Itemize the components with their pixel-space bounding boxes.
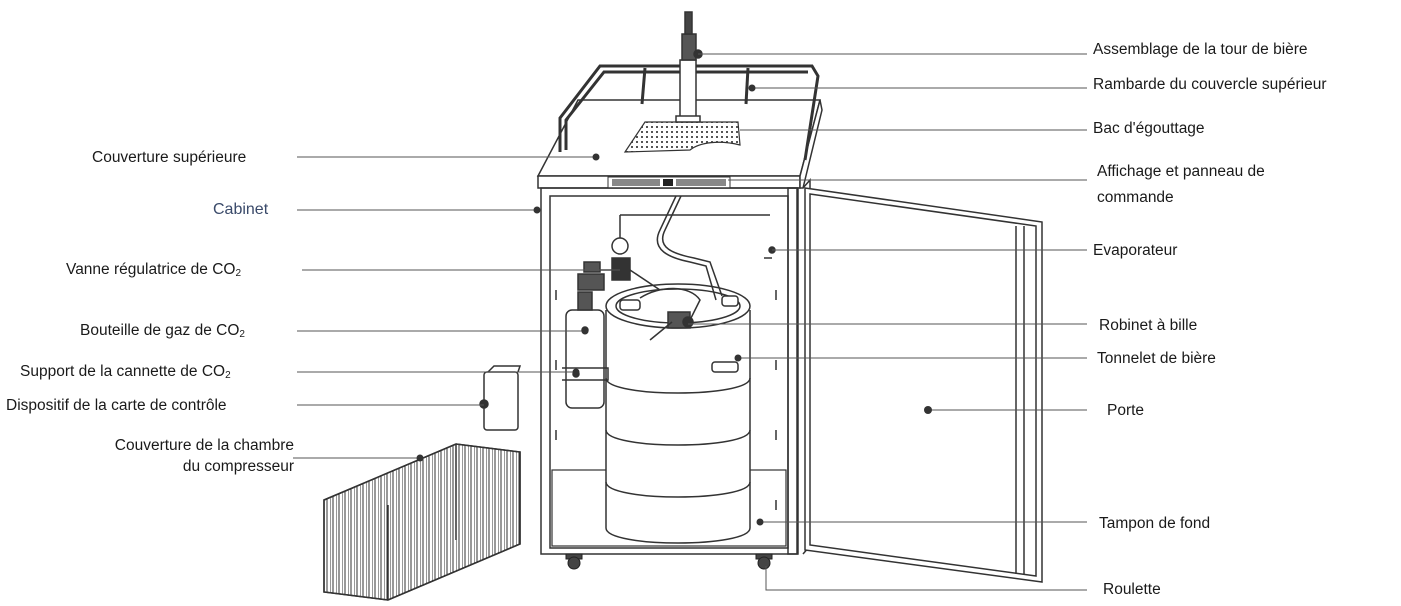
label-bouteille-sub: 2 xyxy=(239,329,245,340)
label-couverture-chambre-1: Couverture de la chambre xyxy=(114,437,294,454)
label-cabinet: Cabinet xyxy=(213,201,269,218)
label-bouteille-gaz: Bouteille de gaz de CO2 xyxy=(80,321,245,344)
control-board-box xyxy=(479,365,522,431)
label-dispositif-carte: Dispositif de la carte de contrôle xyxy=(6,397,227,414)
beer-tower xyxy=(675,11,703,123)
label-couverture-chambre-2: du compresseur xyxy=(182,458,294,475)
label-rambarde: Rambarde du couvercle supérieur xyxy=(1093,76,1327,93)
co2-regulator xyxy=(577,237,661,291)
coupler-and-hoses xyxy=(619,195,770,341)
casters xyxy=(565,553,773,570)
co2-bottle xyxy=(562,291,609,409)
label-support-sub: 2 xyxy=(225,370,231,381)
drip-tray xyxy=(623,121,741,153)
label-bac-egouttage: Bac d'égouttage xyxy=(1093,120,1205,137)
label-couverture-superieure: Couverture supérieure xyxy=(92,149,247,166)
label-support-text: Support de la cannette de CO xyxy=(20,363,226,380)
label-robinet: Robinet à bille xyxy=(1099,317,1198,334)
label-vanne-regulatrice: Vanne régulatrice de CO2 xyxy=(66,260,241,283)
leader-dots xyxy=(416,84,932,526)
label-tampon: Tampon de fond xyxy=(1099,515,1211,532)
label-tour-biere: Assemblage de la tour de bière xyxy=(1093,41,1308,58)
label-vanne-sub: 2 xyxy=(235,268,242,279)
door xyxy=(804,187,1043,583)
label-affichage-1: Affichage et panneau de xyxy=(1097,163,1265,180)
compressor-cover xyxy=(323,443,521,601)
label-bouteille-text: Bouteille de gaz de CO xyxy=(80,322,240,339)
label-tonnelet: Tonnelet de bière xyxy=(1097,350,1216,367)
control-panel xyxy=(607,176,731,189)
label-roulette: Roulette xyxy=(1103,581,1161,598)
label-vanne-text: Vanne régulatrice de CO xyxy=(66,261,236,278)
label-affichage-2: commande xyxy=(1097,189,1174,206)
label-evaporateur: Evaporateur xyxy=(1093,242,1178,259)
beer-keg xyxy=(605,283,751,544)
evaporator xyxy=(764,246,776,259)
top-rail xyxy=(558,64,820,161)
label-support-cannette: Support de la cannette de CO2 xyxy=(20,362,231,385)
leader-lines xyxy=(293,53,1087,591)
label-porte: Porte xyxy=(1107,402,1145,419)
